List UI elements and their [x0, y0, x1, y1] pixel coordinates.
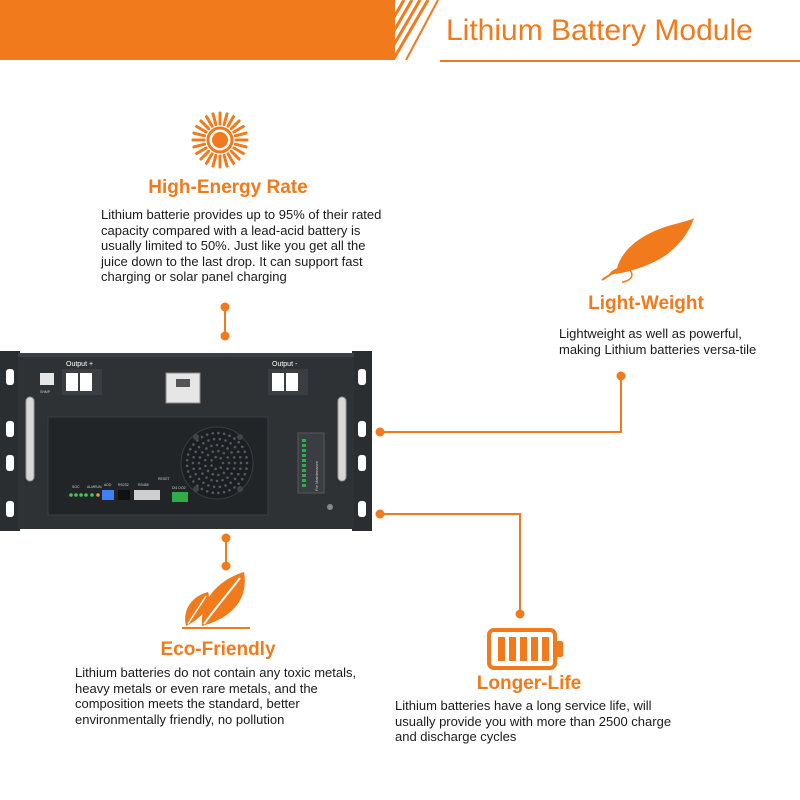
output-minus-label: Output -	[272, 361, 298, 368]
rs232-label: RS232	[118, 483, 129, 487]
alm-label: ALM	[87, 485, 94, 489]
dry-contact-label: DI1 DO2	[172, 486, 186, 490]
light-weight-text: Lightweight as well as powerful, making …	[559, 326, 757, 357]
high-energy-title: High-Energy Rate	[148, 177, 308, 198]
soc-label: SOC	[72, 485, 80, 489]
maintenance-label: For Maintenance	[314, 460, 319, 491]
banner-title: Lithium Battery Module	[446, 14, 753, 47]
light-weight-title: Light-Weight	[588, 293, 704, 314]
run-label: RUN	[94, 485, 102, 489]
banner-underline	[440, 60, 800, 62]
battery-module-image: Output + Output - SNMP SOC ALM RUN ADD R…	[0, 351, 372, 531]
high-energy-text: Lithium batterie provides up to 95% of t…	[101, 207, 382, 284]
rs485-label: RS485	[138, 483, 149, 487]
feather-icon	[601, 218, 694, 283]
leaf-icon	[182, 572, 250, 629]
eco-friendly-title: Eco-Friendly	[160, 639, 276, 660]
banner-bar	[0, 0, 395, 60]
sun-burst-icon	[191, 111, 249, 169]
longer-life-text: Lithium batteries have a long service li…	[395, 698, 672, 744]
add-label: ADD	[104, 483, 112, 487]
snmp-label: SNMP	[40, 390, 51, 394]
reset-label: RESET	[158, 477, 171, 481]
output-plus-label: Output +	[66, 361, 93, 368]
battery-icon	[487, 628, 563, 670]
banner-stripes	[360, 0, 439, 60]
eco-friendly-text: Lithium batteries do not contain any tox…	[75, 665, 357, 727]
longer-life-title: Longer-Life	[476, 673, 582, 694]
